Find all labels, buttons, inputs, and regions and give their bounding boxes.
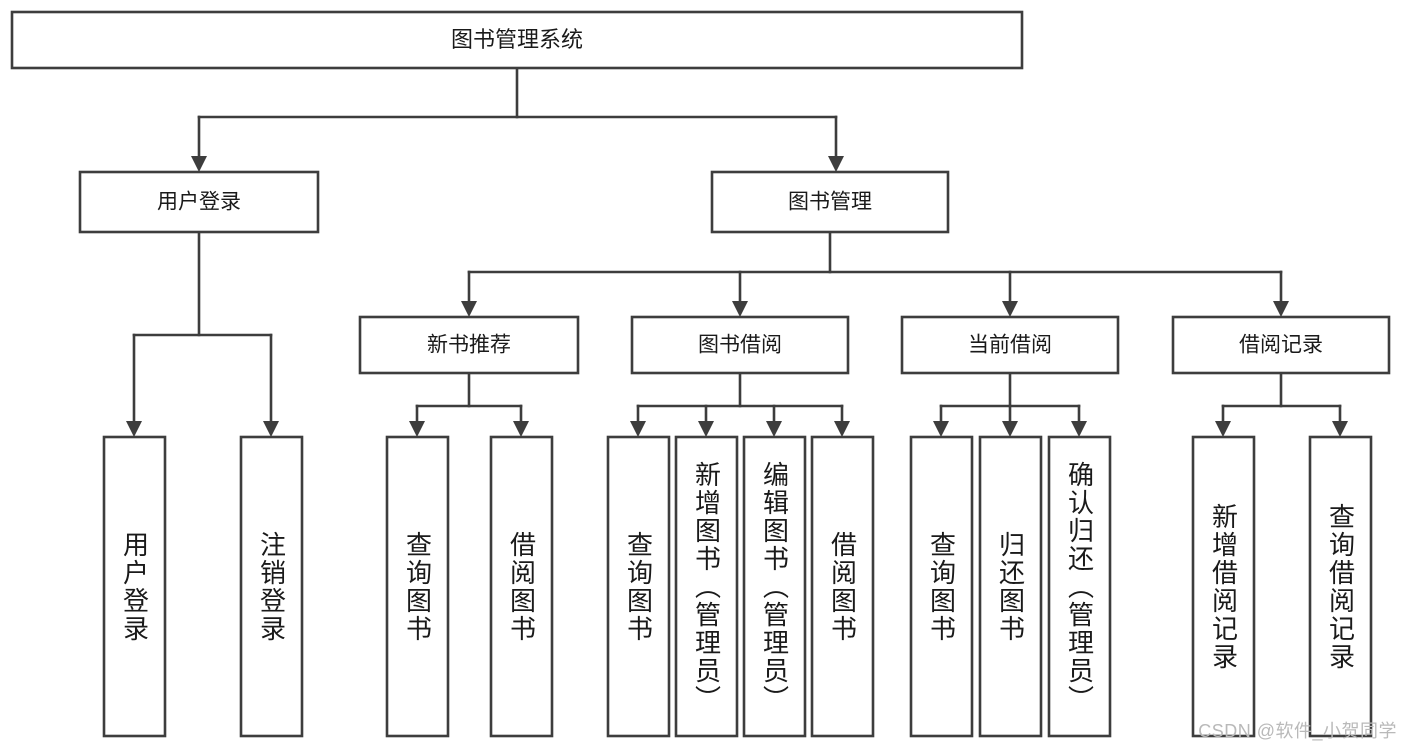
- leaf-box-query-book-3: [909, 435, 974, 738]
- node-book-borrow-label: 图书借阅: [698, 334, 782, 357]
- leaf-box-return-book: [978, 435, 1043, 738]
- leaf-query-book-borrow-label: 查询图书: [623, 530, 654, 643]
- leaf-confirm-return-label: 确认归还（管理员）: [1064, 460, 1095, 713]
- leaf-borrow-book[interactable]: 借阅图书: [812, 437, 873, 736]
- connector-borrowrecord-to-leaves: [1215, 371, 1348, 437]
- connector-bookborrow-to-leaves: [630, 371, 850, 437]
- leaf-query-book-borrow[interactable]: 查询图书: [608, 437, 669, 736]
- leaf-confirm-return[interactable]: 确认归还（管理员）: [1049, 437, 1110, 736]
- leaf-box-user-login: [102, 435, 167, 738]
- connector-root-to-level1: [191, 66, 844, 172]
- leaf-box-logout: [239, 435, 304, 738]
- leaf-edit-book-label: 编辑图书（管理员）: [759, 460, 790, 713]
- leaf-box-edit-book: [742, 435, 807, 738]
- leaf-box-add-book: [674, 435, 739, 738]
- leaf-query-borrow-record[interactable]: 查询借阅记录: [1310, 437, 1371, 736]
- leaf-add-borrow-record[interactable]: 新增借阅记录: [1193, 437, 1254, 736]
- leaf-box-borrow-book-1: [489, 435, 554, 738]
- leaf-query-book-current[interactable]: 查询图书: [911, 437, 972, 736]
- node-root-label: 图书管理系统: [451, 27, 583, 52]
- node-borrow-record[interactable]: 借阅记录: [1171, 315, 1391, 375]
- node-book-management-label: 图书管理: [788, 191, 872, 214]
- leaf-add-book[interactable]: 新增图书（管理员）: [676, 437, 737, 736]
- leaf-boxes: [102, 435, 1373, 738]
- node-book-management[interactable]: 图书管理: [710, 170, 950, 234]
- leaf-logout-label: 注销登录: [256, 530, 287, 643]
- node-current-borrow[interactable]: 当前借阅: [900, 315, 1120, 375]
- leaf-return-book-label: 归还图书: [995, 530, 1026, 643]
- node-root-system[interactable]: 图书管理系统: [10, 10, 1024, 70]
- node-new-book-recommend-label: 新书推荐: [427, 334, 511, 357]
- node-book-borrow[interactable]: 图书借阅: [630, 315, 850, 375]
- leaf-return-book[interactable]: 归还图书: [980, 437, 1041, 736]
- leaf-query-book-current-label: 查询图书: [926, 530, 957, 643]
- leaf-user-login-label: 用户登录: [119, 530, 150, 643]
- connector-userlogin-to-leaves: [126, 230, 279, 437]
- connector-currentborrow-to-leaves: [933, 371, 1087, 437]
- leaf-box-borrow-book-2: [810, 435, 875, 738]
- node-new-book-recommend[interactable]: 新书推荐: [358, 315, 580, 375]
- connector-bookmgmt-to-level2: [461, 230, 1289, 317]
- leaf-add-borrow-record-label: 新增借阅记录: [1208, 502, 1239, 671]
- leaf-borrow-book-recommend-label: 借阅图书: [506, 530, 537, 643]
- leaf-box-query-record: [1308, 435, 1373, 738]
- leaf-logout[interactable]: 注销登录: [241, 437, 302, 736]
- node-borrow-record-label: 借阅记录: [1239, 334, 1323, 357]
- leaf-box-add-record: [1191, 435, 1256, 738]
- leaf-query-borrow-record-label: 查询借阅记录: [1325, 502, 1356, 671]
- node-user-login[interactable]: 用户登录: [78, 170, 320, 234]
- leaf-add-book-label: 新增图书（管理员）: [691, 460, 722, 713]
- leaf-user-login[interactable]: 用户登录: [104, 437, 165, 736]
- leaf-box-confirm-return: [1047, 435, 1112, 738]
- leaf-query-book-recommend-label: 查询图书: [402, 530, 433, 643]
- leaf-borrow-book-label: 借阅图书: [827, 530, 858, 643]
- node-user-login-label: 用户登录: [157, 191, 241, 214]
- leaf-query-book-recommend[interactable]: 查询图书: [387, 437, 448, 736]
- leaf-box-query-book-2: [606, 435, 671, 738]
- node-current-borrow-label: 当前借阅: [968, 334, 1052, 357]
- leaf-box-query-book-1: [385, 435, 450, 738]
- connector-newbook-to-leaves: [409, 371, 529, 437]
- leaf-edit-book[interactable]: 编辑图书（管理员）: [744, 437, 805, 736]
- leaf-borrow-book-recommend[interactable]: 借阅图书: [491, 437, 552, 736]
